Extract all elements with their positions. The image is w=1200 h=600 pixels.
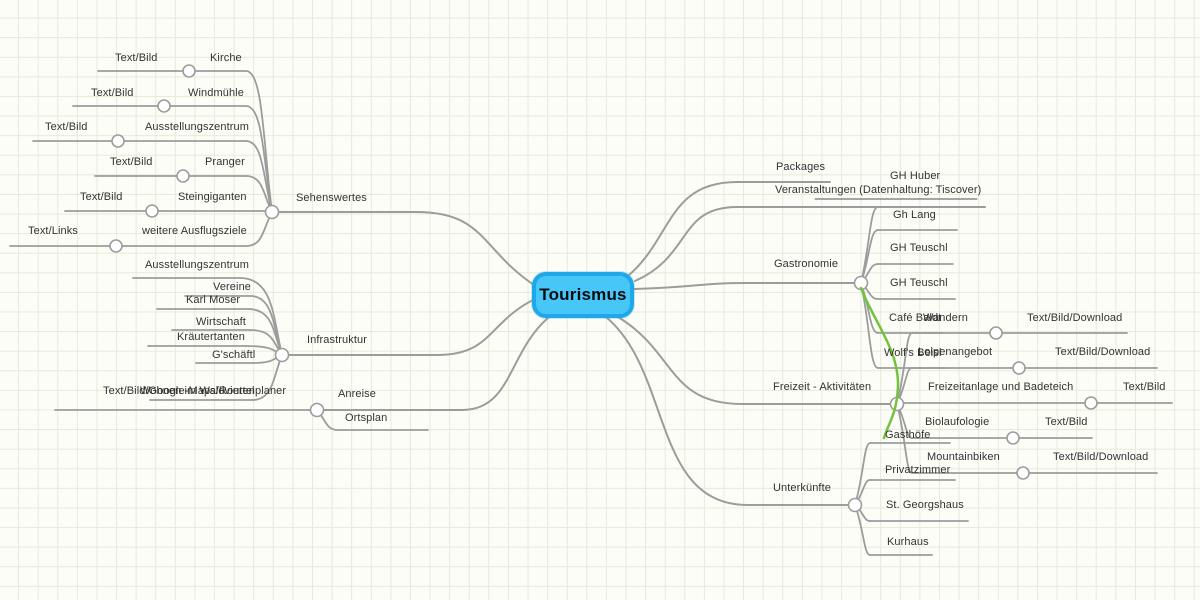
root-topic-tourismus[interactable]: Tourismus <box>532 272 634 318</box>
topic-freizeit-aktivitäten[interactable]: Freizeit - Aktivitäten <box>773 381 872 393</box>
topic-anreise[interactable]: Anreise <box>338 388 376 400</box>
toggle-circle-wandern[interactable] <box>989 326 1003 340</box>
subtopic-caf-baldt[interactable]: Café Baldt <box>889 312 942 324</box>
subtopic-kurhaus[interactable]: Kurhaus <box>887 536 929 548</box>
toggle-circle-anreise[interactable] <box>309 402 325 418</box>
subtopic-curve-ausstellungszentrum <box>245 140 273 213</box>
subtopic-curve-wandern <box>896 332 913 405</box>
leaf-text-links-weitere-ausflugsziele[interactable]: Text/Links <box>28 225 78 237</box>
subtopic-steingiganten[interactable]: Steingiganten <box>178 191 247 203</box>
subtopic-ortsplan[interactable]: Ortsplan <box>345 412 388 424</box>
toggle-circle-biolaufologie[interactable] <box>1006 431 1020 445</box>
subtopic-kräutertanten[interactable]: Kräutertanten <box>177 331 245 343</box>
branch-line-sehenswertes <box>271 211 538 288</box>
subtopic-curve-windmühle <box>245 105 273 213</box>
topic-unterkünfte[interactable]: Unterkünfte <box>773 482 831 494</box>
branch-line-infrastruktur <box>281 298 536 356</box>
subtopic-gh-teuschl[interactable]: GH Teuschl <box>890 277 948 289</box>
toggle-circle-infrastruktur[interactable] <box>274 347 290 363</box>
subtopic-biolaufologie[interactable]: Biolaufologie <box>925 416 990 428</box>
subtopic-gasthöfe[interactable]: Gasthöfe <box>885 429 931 441</box>
subtopic-curve-kurhaus <box>854 504 871 556</box>
root-topic-label: Tourismus <box>539 285 627 304</box>
leaf-text-bild-biolaufologie[interactable]: Text/Bild <box>1045 416 1088 428</box>
leaf-text-bild-freizeitanlage-und-badeteich[interactable]: Text/Bild <box>1123 381 1166 393</box>
leaf-text-bild-ausstellungszentrum[interactable]: Text/Bild <box>45 121 88 133</box>
leaf-text-bild-kirche[interactable]: Text/Bild <box>115 52 158 64</box>
subtopic-gh-lang[interactable]: Gh Lang <box>893 209 936 221</box>
leaf-text-bild-download-loipenangebot[interactable]: Text/Bild/Download <box>1055 346 1151 358</box>
leaf-text-bild-download-wandern[interactable]: Text/Bild/Download <box>1027 312 1123 324</box>
toggle-circle-ausstellungszentrum[interactable] <box>111 134 125 148</box>
subtopic-karl-moser[interactable]: Karl Moser <box>186 294 241 306</box>
leaf-text-bild-pranger[interactable]: Text/Bild <box>110 156 153 168</box>
subtopic-privatzimmer[interactable]: Privatzimmer <box>885 464 951 476</box>
subtopic-kirche[interactable]: Kirche <box>210 52 242 64</box>
leaf-text-bild-download-mountainbiken[interactable]: Text/Bild/Download <box>1053 451 1149 463</box>
subtopic-gh-huber[interactable]: GH Huber <box>890 170 941 182</box>
subtopic-wohnen-im-waldviertel[interactable]: Wohnen im Waldviertel <box>140 385 255 397</box>
subtopic-wolf-s-beisl[interactable]: Wolf's Beisl <box>884 347 942 359</box>
subtopic-gh-teuschl[interactable]: GH Teuschl <box>890 242 948 254</box>
toggle-circle-weitere-ausflugsziele[interactable] <box>109 239 123 253</box>
toggle-circle-steingiganten[interactable] <box>145 204 159 218</box>
subtopic-ausstellungszentrum[interactable]: Ausstellungszentrum <box>145 121 250 133</box>
subtopic-freizeitanlage-und-badeteich[interactable]: Freizeitanlage und Badeteich <box>928 381 1074 393</box>
toggle-circle-unterkünfte[interactable] <box>847 497 863 513</box>
topic-infrastruktur[interactable]: Infrastruktur <box>307 334 367 346</box>
branch-line-gastronomie <box>633 282 862 290</box>
topic-packages[interactable]: Packages <box>776 161 826 173</box>
subtopic-curve-gasthöfe <box>854 442 871 506</box>
subtopic-pranger[interactable]: Pranger <box>205 156 245 168</box>
topic-veranstaltungen-datenhaltung-tiscover[interactable]: Veranstaltungen (Datenhaltung: Tiscover) <box>775 184 982 196</box>
subtopic-text-bild-google-maps-routenplaner[interactable]: Text/Bild/Google-Maps/Routenplaner <box>103 385 287 397</box>
toggle-circle-sehenswertes[interactable] <box>264 204 280 220</box>
subtopic-vereine[interactable]: Vereine <box>213 281 252 293</box>
subtopic-curve-mountainbiken <box>896 403 913 474</box>
leaf-text-bild-steingiganten[interactable]: Text/Bild <box>80 191 123 203</box>
subtopic-loipenangebot[interactable]: Loipenangebot <box>918 346 993 358</box>
subtopic-st-georgshaus[interactable]: St. Georgshaus <box>886 499 964 511</box>
branch-line-veranstaltungen-datenhaltung-tiscover <box>634 206 986 282</box>
toggle-circle-kirche[interactable] <box>182 64 196 78</box>
topic-gastronomie[interactable]: Gastronomie <box>774 258 839 270</box>
subtopic-wirtschaft[interactable]: Wirtschaft <box>196 316 246 328</box>
subtopic-mountainbiken[interactable]: Mountainbiken <box>927 451 1000 463</box>
subtopic-g-schäftl[interactable]: G'schäftl <box>212 349 256 361</box>
leaf-text-bild-windmühle[interactable]: Text/Bild <box>91 87 134 99</box>
toggle-circle-loipenangebot[interactable] <box>1012 361 1026 375</box>
cross-link-gastronomie-gasthoefe <box>859 286 900 440</box>
branch-line-freizeit-aktivitäten <box>617 316 898 405</box>
subtopic-weitere-ausflugsziele[interactable]: weitere Ausflugsziele <box>142 225 247 237</box>
branch-line-anreise <box>316 316 550 411</box>
toggle-circle-windmühle[interactable] <box>157 99 171 113</box>
toggle-circle-mountainbiken[interactable] <box>1016 466 1030 480</box>
branch-line-unterkünfte <box>605 316 856 506</box>
subtopic-ausstellungszentrum[interactable]: Ausstellungszentrum <box>145 259 250 271</box>
subtopic-windmühle[interactable]: Windmühle <box>188 87 244 99</box>
topic-sehenswertes[interactable]: Sehenswertes <box>296 192 367 204</box>
branch-line-packages <box>628 181 831 276</box>
toggle-circle-freizeitanlage-und-badeteich[interactable] <box>1084 396 1098 410</box>
toggle-circle-pranger[interactable] <box>176 169 190 183</box>
subtopic-wandern[interactable]: Wandern <box>923 312 968 324</box>
